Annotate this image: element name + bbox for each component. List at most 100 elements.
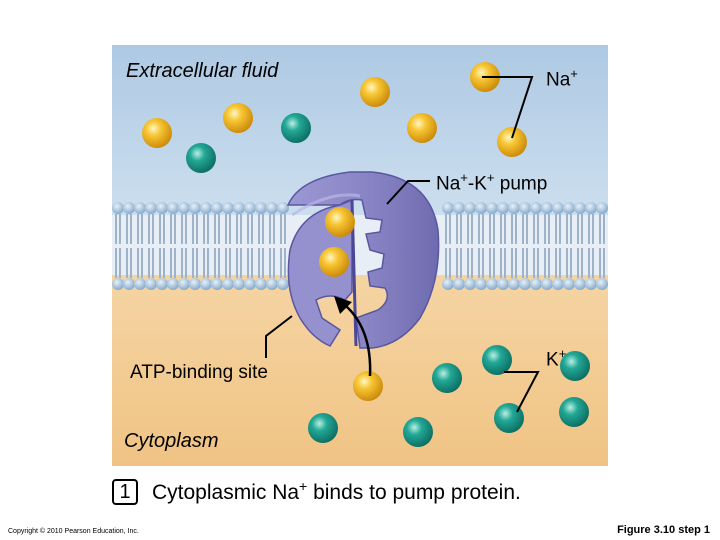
lipid-head (233, 278, 245, 290)
step-text-after: binds to pump protein. (307, 481, 521, 504)
lipid-head (266, 278, 278, 290)
curved-arrow-icon (345, 305, 372, 377)
step-text-before: Cytoplasmic Na (152, 481, 300, 504)
lipid-head (464, 202, 476, 214)
potassium-ion (281, 113, 311, 143)
lipid-head (508, 202, 520, 214)
sodium-label-sup: + (570, 66, 578, 81)
sodium-ion (360, 77, 390, 107)
lipid-head (156, 278, 168, 290)
lipid-head (123, 202, 135, 214)
lipid-head (255, 278, 267, 290)
lipid-head (552, 202, 564, 214)
sodium-label-text: Na (546, 69, 571, 91)
potassium-ion (482, 345, 512, 375)
lipid-head (563, 202, 575, 214)
sodium-ion (325, 207, 355, 237)
step-text-sup: + (299, 478, 308, 494)
membrane-core (112, 215, 608, 275)
potassium-ion (403, 417, 433, 447)
lipid-head (189, 202, 201, 214)
lipid-head (222, 278, 234, 290)
lipid-head (574, 278, 586, 290)
lipid-head (541, 278, 553, 290)
copyright-notice: Copyright © 2010 Pearson Education, Inc. (8, 528, 139, 535)
lipid-head (563, 278, 575, 290)
lipid-head (530, 202, 542, 214)
arrow-head-icon (334, 296, 352, 314)
lipid-head (145, 278, 157, 290)
pump-label-k-sup: + (486, 170, 495, 185)
lipid-head (552, 278, 564, 290)
lipid-head (244, 278, 256, 290)
sodium-ion (223, 103, 253, 133)
lipid-head (277, 202, 289, 214)
lipid-bilayer (112, 202, 608, 290)
lipid-head (134, 202, 146, 214)
lipid-head (255, 202, 267, 214)
lipid-head (519, 278, 531, 290)
potassium-label-text: K (546, 349, 559, 371)
potassium-ion (308, 413, 338, 443)
lipid-head (123, 278, 135, 290)
lipid-head (266, 202, 278, 214)
lipid-head (497, 202, 509, 214)
potassium-ion (559, 397, 589, 427)
lipid-head (178, 278, 190, 290)
pump-label-word: pump (494, 173, 548, 195)
lipid-head (244, 202, 256, 214)
lipid-head (596, 202, 608, 214)
step-text: Cytoplasmic Na+ binds to pump protein. (152, 478, 521, 505)
sodium-ion (407, 113, 437, 143)
lipid-head (453, 278, 465, 290)
k-callout-line (504, 371, 540, 413)
lipid-head (530, 278, 542, 290)
lipid-head (486, 202, 498, 214)
pump-label-na-sup: + (460, 170, 468, 185)
lipid-head (574, 202, 586, 214)
lipid-head (222, 202, 234, 214)
lipid-head (233, 202, 245, 214)
cytoplasm-label: Cytoplasm (124, 430, 219, 452)
atp-callout-line (265, 315, 293, 358)
pump-label: Na+-K+ pump (436, 170, 547, 195)
lipid-head (211, 202, 223, 214)
lipid-head (508, 278, 520, 290)
lipid-head (541, 202, 553, 214)
potassium-label: K+ (546, 346, 566, 371)
lipid-head (189, 278, 201, 290)
lipid-head (112, 278, 124, 290)
sodium-label: Na+ (546, 66, 578, 91)
step-number-badge: 1 (112, 478, 138, 505)
pump-label-na: Na (436, 173, 461, 195)
sodium-ion (319, 247, 349, 277)
na-callout-line (482, 76, 534, 139)
lipid-head (156, 202, 168, 214)
lipid-head (167, 202, 179, 214)
sodium-ion (142, 118, 172, 148)
potassium-ion (560, 351, 590, 381)
lipid-head (475, 202, 487, 214)
lipid-head (112, 202, 124, 214)
sodium-ion (353, 371, 383, 401)
lipid-head (442, 202, 454, 214)
lipid-head (475, 278, 487, 290)
lipid-head (442, 278, 454, 290)
potassium-ion (494, 403, 524, 433)
potassium-ion (432, 363, 462, 393)
lipid-head (134, 278, 146, 290)
lipid-head (596, 278, 608, 290)
lipid-head (200, 278, 212, 290)
potassium-ion (186, 143, 216, 173)
potassium-label-sup: + (558, 346, 567, 361)
sodium-ion (497, 127, 527, 157)
lipid-head (497, 278, 509, 290)
na-k-pump-protein (286, 171, 440, 349)
step-caption: 1 Cytoplasmic Na+ binds to pump protein. (112, 478, 521, 505)
lipid-head (145, 202, 157, 214)
figure-reference: Figure 3.10 step 1 (617, 524, 710, 536)
lipid-head (277, 278, 289, 290)
lipid-head (200, 202, 212, 214)
lipid-head (585, 278, 597, 290)
